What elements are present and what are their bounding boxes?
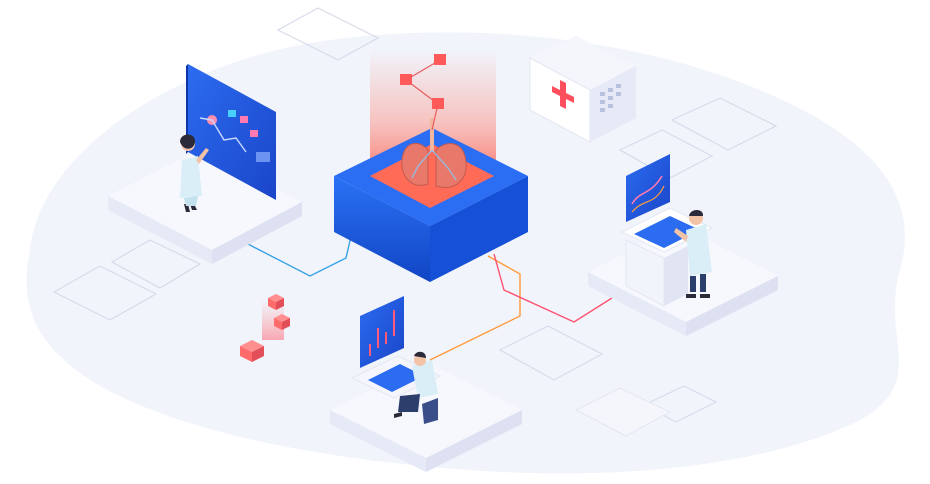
lungs-icon [401,118,467,188]
red-cross-icon [552,80,574,109]
platform-doctor [588,154,778,336]
line-chart-screen-icon [626,154,670,222]
presenter-figure [180,134,209,212]
molecule-nodes [400,54,446,131]
platform-presenter [108,64,302,264]
doctor-figure [674,210,712,298]
data-chart-screen-icon [186,64,276,200]
analyst-figure [394,351,438,424]
platform-analyst [330,296,522,472]
line-orange [429,255,521,361]
connection-lines [243,231,613,361]
line-blue [243,231,353,277]
central-hub [334,50,528,282]
floating-tile [574,387,672,437]
cube-stack-icon [240,294,290,362]
line-red [493,253,613,323]
candlestick-chart-screen-icon [360,296,404,368]
hospital-building-icon [529,36,636,143]
